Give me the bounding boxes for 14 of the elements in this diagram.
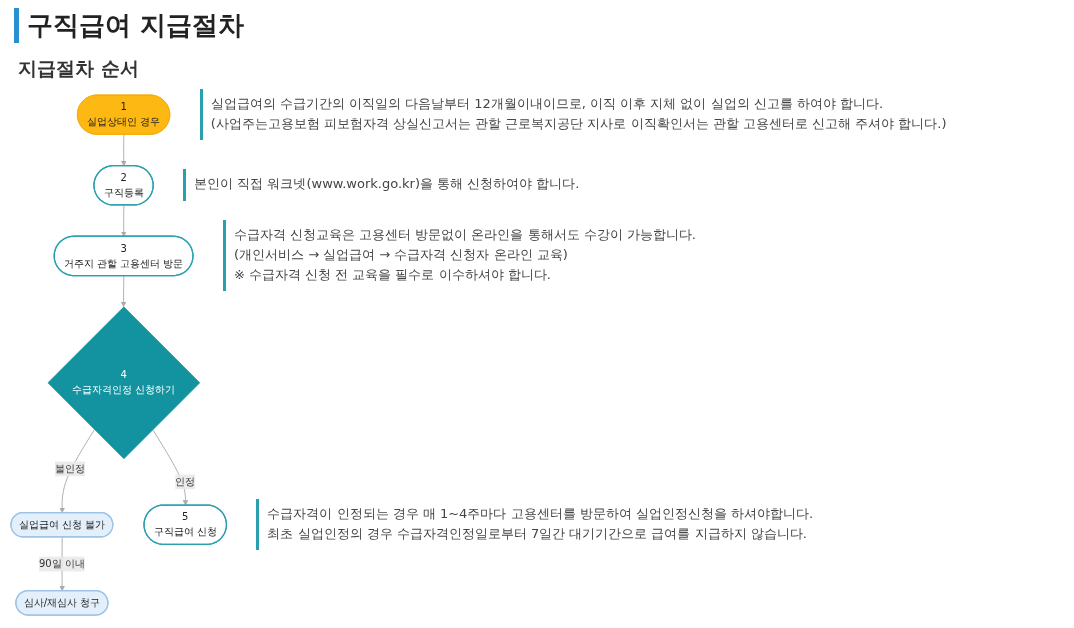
step-note: 실업급여의 수급기간의 이직일의 다음날부터 12개월이내이므로, 이직 이후 지체 없이 실업의 신고를 하여야 합니다. — [210, 95, 885, 113]
step-note: 수급자격 신청교육은 고용센터 방문없이 온라인을 통해서도 수강이 가능합니다. — [233, 226, 697, 244]
page-title: 구직급여 지급절차 — [14, 8, 245, 43]
step-note: (개인서비스 → 실업급여 → 수급자격 신청자 온라인 교육) — [233, 245, 569, 264]
step-note: 본인이 직접 워크넷(www.work.go.kr)을 통해 신청하여야 합니다. — [194, 175, 581, 193]
step-note: 최초 실업인정의 경우 수급자격인정일로부터 7일간 대기기간으로 급여를 지급하지 않습니다. — [267, 524, 808, 543]
edge-label: 인정 — [175, 475, 196, 488]
edge-label: 불인정 — [54, 462, 85, 475]
step-note: 수급자격이 인정되는 경우 매 1~4주마다 고용센터를 방문하여 실업인정신청을 하셔야합니다. — [267, 505, 815, 523]
node-diamond: 4 수급자격인정 신청하기 — [47, 306, 201, 460]
step-note: (사업주는고용보험 피보험자격 상실신고서는 관할 근로복지공단 지사로 이직확인서는 관할 고용센터로 신고해 주셔야 합니다.) — [210, 114, 948, 133]
edge-label: 90일 이내 — [38, 557, 85, 570]
section-heading: 지급절차 순서 — [18, 56, 139, 81]
step-note: ※ 수급자격 신청 전 교육을 필수로 이수하셔야 합니다. — [233, 265, 552, 284]
